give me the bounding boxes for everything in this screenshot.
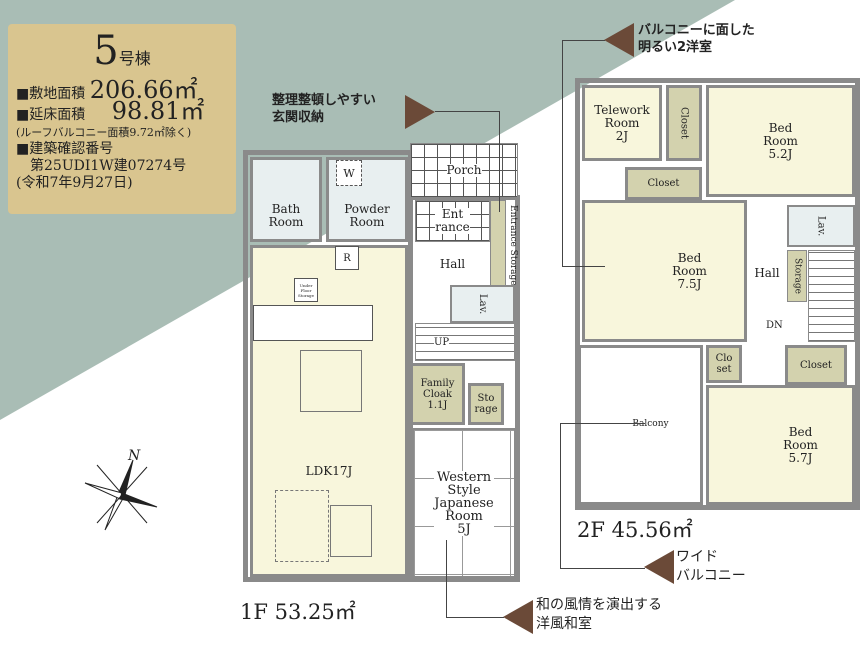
callout-arrow-icon xyxy=(405,95,435,129)
under-floor-storage: Under Floor Storage xyxy=(294,278,318,302)
site-area: 206.66㎡ xyxy=(89,76,198,104)
hall-1f: Hall xyxy=(415,242,490,287)
bath-room: Bath Room xyxy=(250,157,322,242)
entrance-label: Ent rance xyxy=(435,207,470,234)
bed-room-75: Bed Room 7.5J xyxy=(582,200,747,342)
callout-bright-rooms: バルコニーに面した 明るい2洋室 xyxy=(638,23,755,55)
dn-label: DN xyxy=(766,320,783,331)
callout-japanese-room: 和の風情を演出する 洋風和室 xyxy=(536,597,662,632)
lav-label: Lav. xyxy=(477,293,488,315)
floor2-area: 2F 45.56㎡ xyxy=(577,518,693,542)
floor-area-label: ■延床面積 xyxy=(16,107,86,123)
kitchen-counter xyxy=(253,305,373,341)
lav-2f-label: Lav. xyxy=(815,215,827,237)
bed-room-57: Bed Room 5.7J xyxy=(706,385,855,505)
compass-north-label: N xyxy=(128,448,141,464)
balcony: Balcony xyxy=(578,345,703,505)
porch-label: Porch xyxy=(446,163,482,177)
floor-area: 98.81㎡ xyxy=(111,97,205,125)
powder-room: Powder Room xyxy=(326,157,408,242)
sofa xyxy=(330,505,372,557)
callout-arrow-icon xyxy=(644,550,674,584)
japanese-room: Western Style Japanese Room 5J xyxy=(412,428,516,578)
washer-icon: W xyxy=(336,160,362,186)
entrance-storage-label: Entrance Storage xyxy=(508,205,518,286)
hall-2f: Hall xyxy=(747,205,787,342)
rug xyxy=(275,490,329,562)
storage-2f-label: Storage xyxy=(792,258,803,294)
closet-horizontal: Closet xyxy=(625,167,702,200)
compass-icon xyxy=(84,459,158,531)
info-box: 5号棟 ■敷地面積 206.66㎡ ■延床面積 98.81㎡ (ルーフバルコニー… xyxy=(8,24,236,214)
floor-area-note: (ルーフバルコニー面積9.72㎡除く) xyxy=(16,126,192,139)
callout-arrow-icon xyxy=(604,23,634,57)
site-area-label: ■敷地面積 xyxy=(16,86,86,102)
stairs-2f xyxy=(808,250,855,342)
fridge-icon: R xyxy=(335,246,359,270)
japanese-room-label: Western Style Japanese Room 5J xyxy=(434,469,494,537)
floor2-outline xyxy=(575,78,860,510)
entrance: Ent rance xyxy=(415,200,490,242)
bed-room-52: Bed Room 5.2J xyxy=(706,85,855,197)
closet-right: Closet xyxy=(785,345,847,385)
callout-arrow-icon xyxy=(503,600,533,634)
building-number: 5 xyxy=(93,28,119,74)
closet-vertical-label: Closet xyxy=(678,107,690,139)
closet-small: Clo set xyxy=(706,345,742,383)
floor1-area: 1F 53.25㎡ xyxy=(240,600,356,624)
permit-number: 第25UDI1W建07274号 xyxy=(30,158,187,174)
toilet-1f: Lav. xyxy=(450,285,515,323)
dining-table xyxy=(300,350,362,412)
callout-entrance-storage: 整理整頓しやすい 玄関収納 xyxy=(272,93,376,125)
callout-leader xyxy=(562,40,605,267)
permit-label: ■建築確認番号 xyxy=(16,141,114,157)
callout-leader xyxy=(446,540,504,618)
building-suffix: 号棟 xyxy=(118,49,151,68)
storage-2f: Storage xyxy=(787,250,807,302)
callout-wide-balcony: ワイド バルコニー xyxy=(676,549,746,584)
telework-room: Telework Room 2J xyxy=(582,85,662,161)
up-label: UP xyxy=(434,335,450,349)
permit-date: (令和7年9月27日) xyxy=(16,175,133,191)
toilet-2f: Lav. xyxy=(787,205,855,247)
storage-1f: Sto rage xyxy=(468,383,504,425)
stairs-1f: UP xyxy=(415,323,515,361)
callout-leader xyxy=(435,111,500,212)
callout-leader xyxy=(560,423,645,569)
closet-vertical: Closet xyxy=(666,85,702,161)
family-cloak: Family Cloak 1.1J xyxy=(410,363,465,425)
